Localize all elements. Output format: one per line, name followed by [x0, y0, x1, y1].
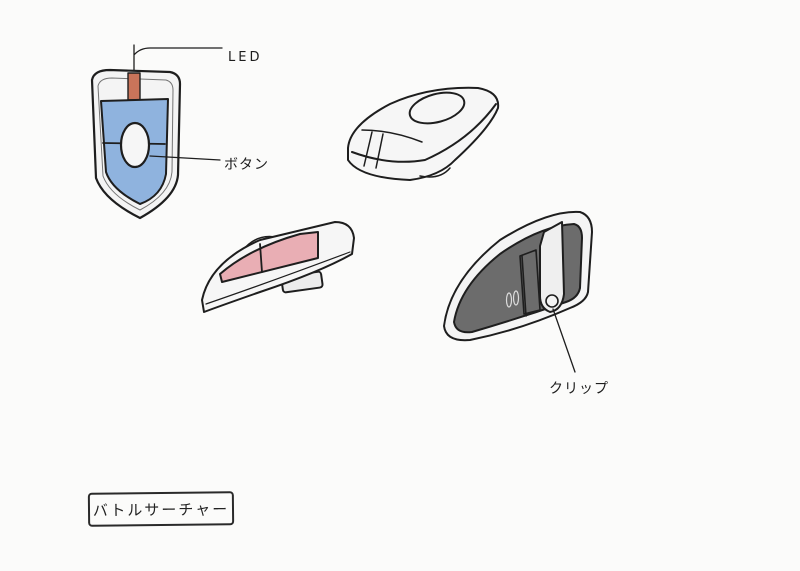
side-view-device — [201, 221, 355, 313]
grip-annotation-label: クリップ — [549, 381, 609, 397]
title-box: バトルサーチャー — [87, 491, 235, 527]
artwork-title: バトルサーチャー — [92, 499, 230, 520]
front-view-device — [90, 44, 223, 220]
back-view-device — [443, 210, 593, 373]
led-annotation-label: LED — [228, 50, 263, 65]
button-annotation-label: ボタン — [224, 157, 269, 173]
top-perspective-device — [347, 86, 500, 181]
